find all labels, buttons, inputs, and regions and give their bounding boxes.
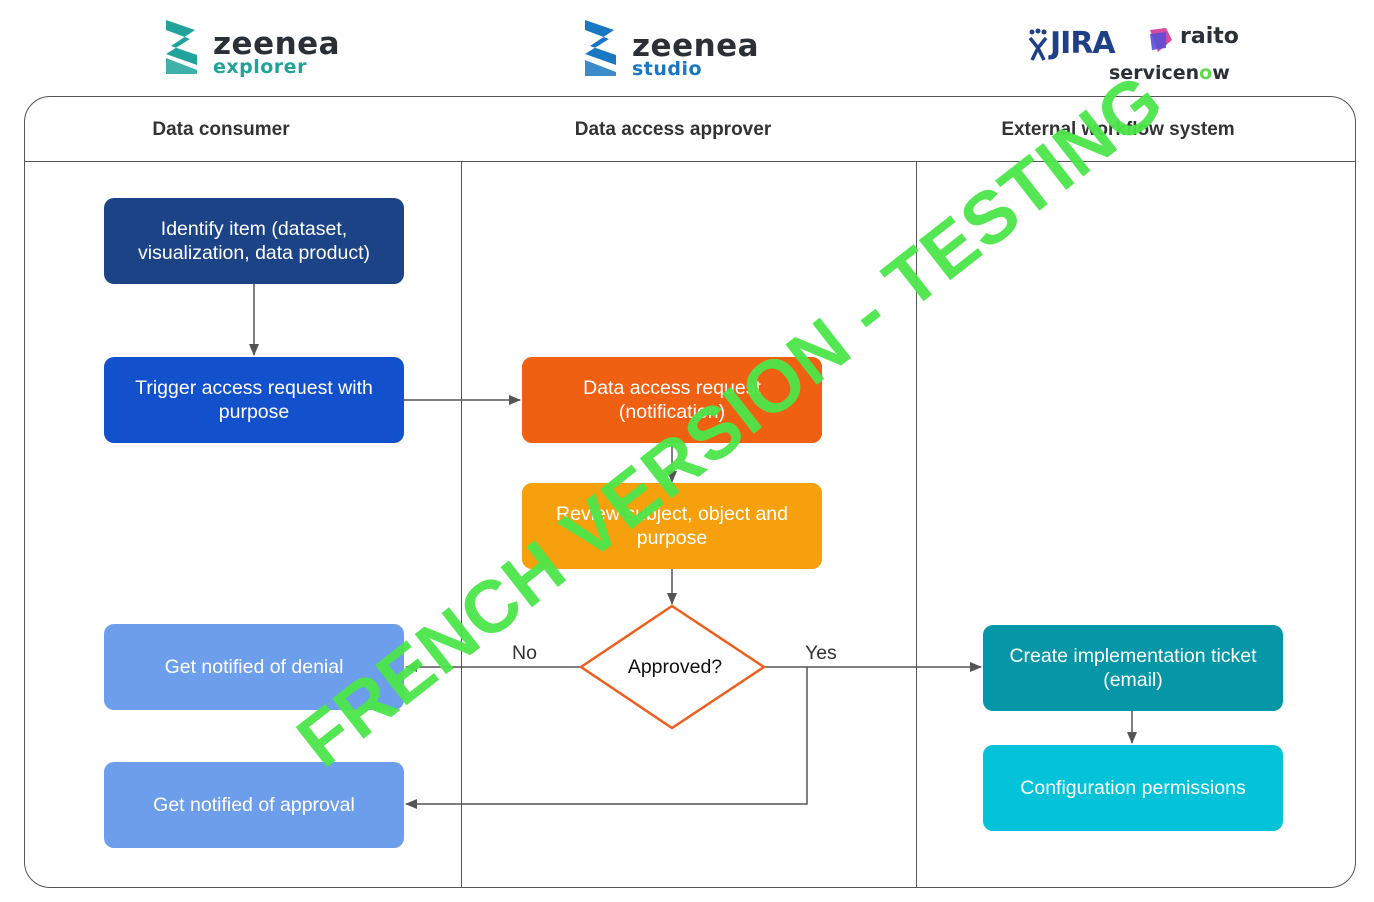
node-configuration-permissions: Configuration permissions	[983, 745, 1283, 831]
jira-mark-icon	[1028, 28, 1048, 61]
logo-name-part: o	[1199, 62, 1213, 84]
logo-name: zeenea	[213, 26, 341, 62]
logo-name: JIRA	[1050, 26, 1116, 61]
node-identify-item: Identify item (dataset, visualization, d…	[104, 198, 404, 284]
zeenea-explorer-logo: zeenea explorer	[163, 18, 353, 78]
node-approved-label: Approved?	[627, 656, 723, 678]
lane-header-data-consumer: Data consumer	[152, 119, 290, 140]
edge-label-no: No	[512, 642, 537, 664]
servicenow-logo: servicenow	[1109, 62, 1249, 90]
node-trigger-access-request: Trigger access request with purpose	[104, 357, 404, 443]
logo-name: zeenea	[632, 28, 760, 64]
raito-mark-icon	[1150, 28, 1172, 52]
node-notified-approval: Get notified of approval	[104, 762, 404, 848]
zeenea-mark-icon	[166, 20, 197, 74]
logo-sub: explorer	[213, 56, 307, 78]
edge-label-yes: Yes	[805, 642, 837, 664]
node-data-access-request: Data access request (notification)	[522, 357, 822, 443]
decision-diamond	[578, 604, 767, 730]
node-notified-denial: Get notified of denial	[104, 624, 404, 710]
lane-divider	[916, 162, 917, 888]
raito-logo: raito	[1148, 24, 1248, 58]
node-create-ticket: Create implementation ticket (email)	[983, 625, 1283, 711]
edge-yes-approval	[405, 667, 808, 809]
logo-name: raito	[1180, 24, 1239, 49]
zeenea-mark-icon	[585, 20, 616, 76]
lane-divider	[461, 162, 462, 888]
logo-name-part: w	[1212, 62, 1230, 84]
swimlane-frame	[24, 96, 1356, 888]
zeenea-studio-logo: zeenea studio	[582, 18, 772, 80]
header-divider	[24, 161, 1356, 162]
logo-sub: studio	[632, 58, 703, 80]
node-review: Review subject, object and purpose	[522, 483, 822, 569]
jira-logo: JIRA	[1026, 26, 1126, 66]
lane-header-external-workflow-system: External workflow system	[1001, 119, 1235, 140]
logo-name-part: servicen	[1109, 62, 1200, 84]
lane-header-data-access-approver: Data access approver	[574, 119, 772, 140]
